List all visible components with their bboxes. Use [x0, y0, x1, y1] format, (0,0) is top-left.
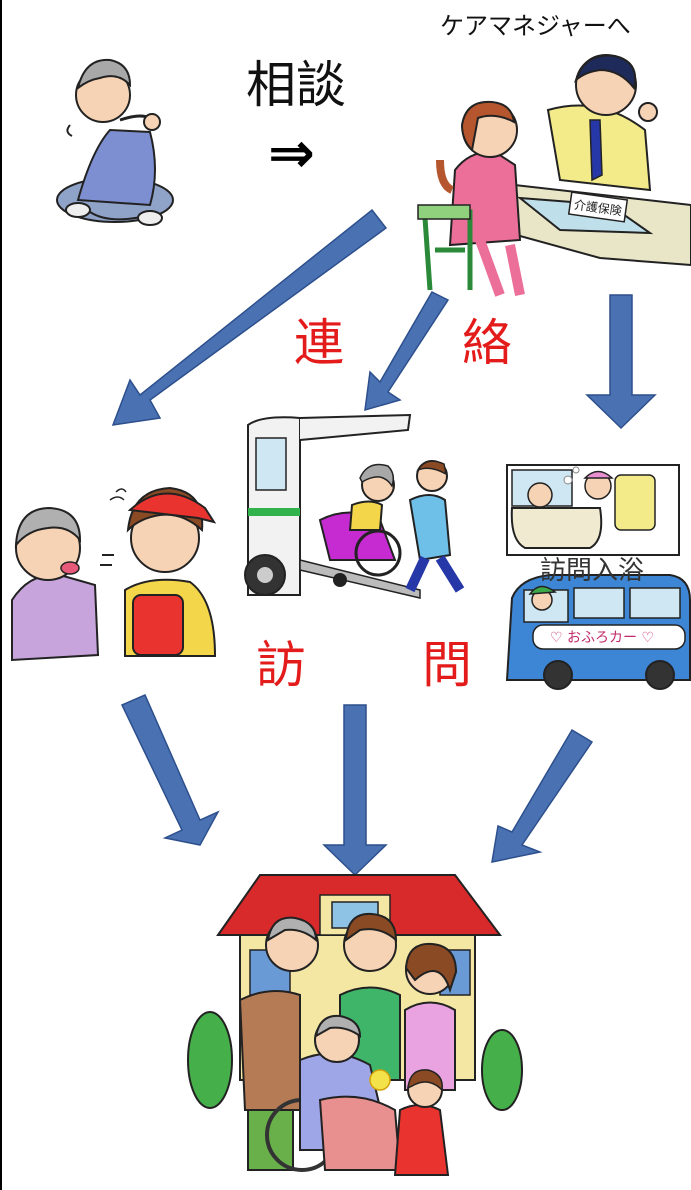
day-service-van-illustration	[244, 413, 465, 599]
arrow-dayservice-to-home	[322, 704, 388, 877]
flow-arrows	[111, 208, 657, 877]
arrow-bath-to-home	[491, 728, 594, 863]
bath-car-sign-text: ♡ おふろカー ♡	[550, 630, 654, 646]
consultation-scene-illustration: 介護保険	[417, 54, 691, 297]
contact-char-raku: 絡	[462, 314, 512, 372]
arrow-to-bath-service	[585, 294, 657, 430]
implies-arrow-symbol: ⇒	[268, 121, 315, 186]
care-manager-label: ケアマネジャーへ	[440, 12, 631, 40]
consult-label: 相談	[246, 56, 346, 114]
care-insurance-document: 介護保険	[567, 191, 629, 223]
elderly-person-pain-illustration	[56, 58, 174, 226]
arrow-to-home-helper	[111, 208, 388, 426]
visit-char-mon: 問	[422, 636, 472, 694]
bath-service-label: 訪問入浴	[540, 556, 645, 586]
visit-char-hou: 訪	[256, 636, 306, 694]
left-border-line	[0, 0, 2, 1190]
arrow-helper-to-home	[120, 694, 220, 846]
bath-service-illustration: ♡ おふろカー ♡	[505, 464, 691, 690]
arrow-to-day-service	[364, 291, 450, 412]
family-home-illustration	[187, 874, 523, 1176]
svg-text:介護保険: 介護保険	[573, 197, 623, 219]
home-helper-illustration	[11, 486, 217, 662]
contact-char-ren: 連	[294, 314, 344, 372]
